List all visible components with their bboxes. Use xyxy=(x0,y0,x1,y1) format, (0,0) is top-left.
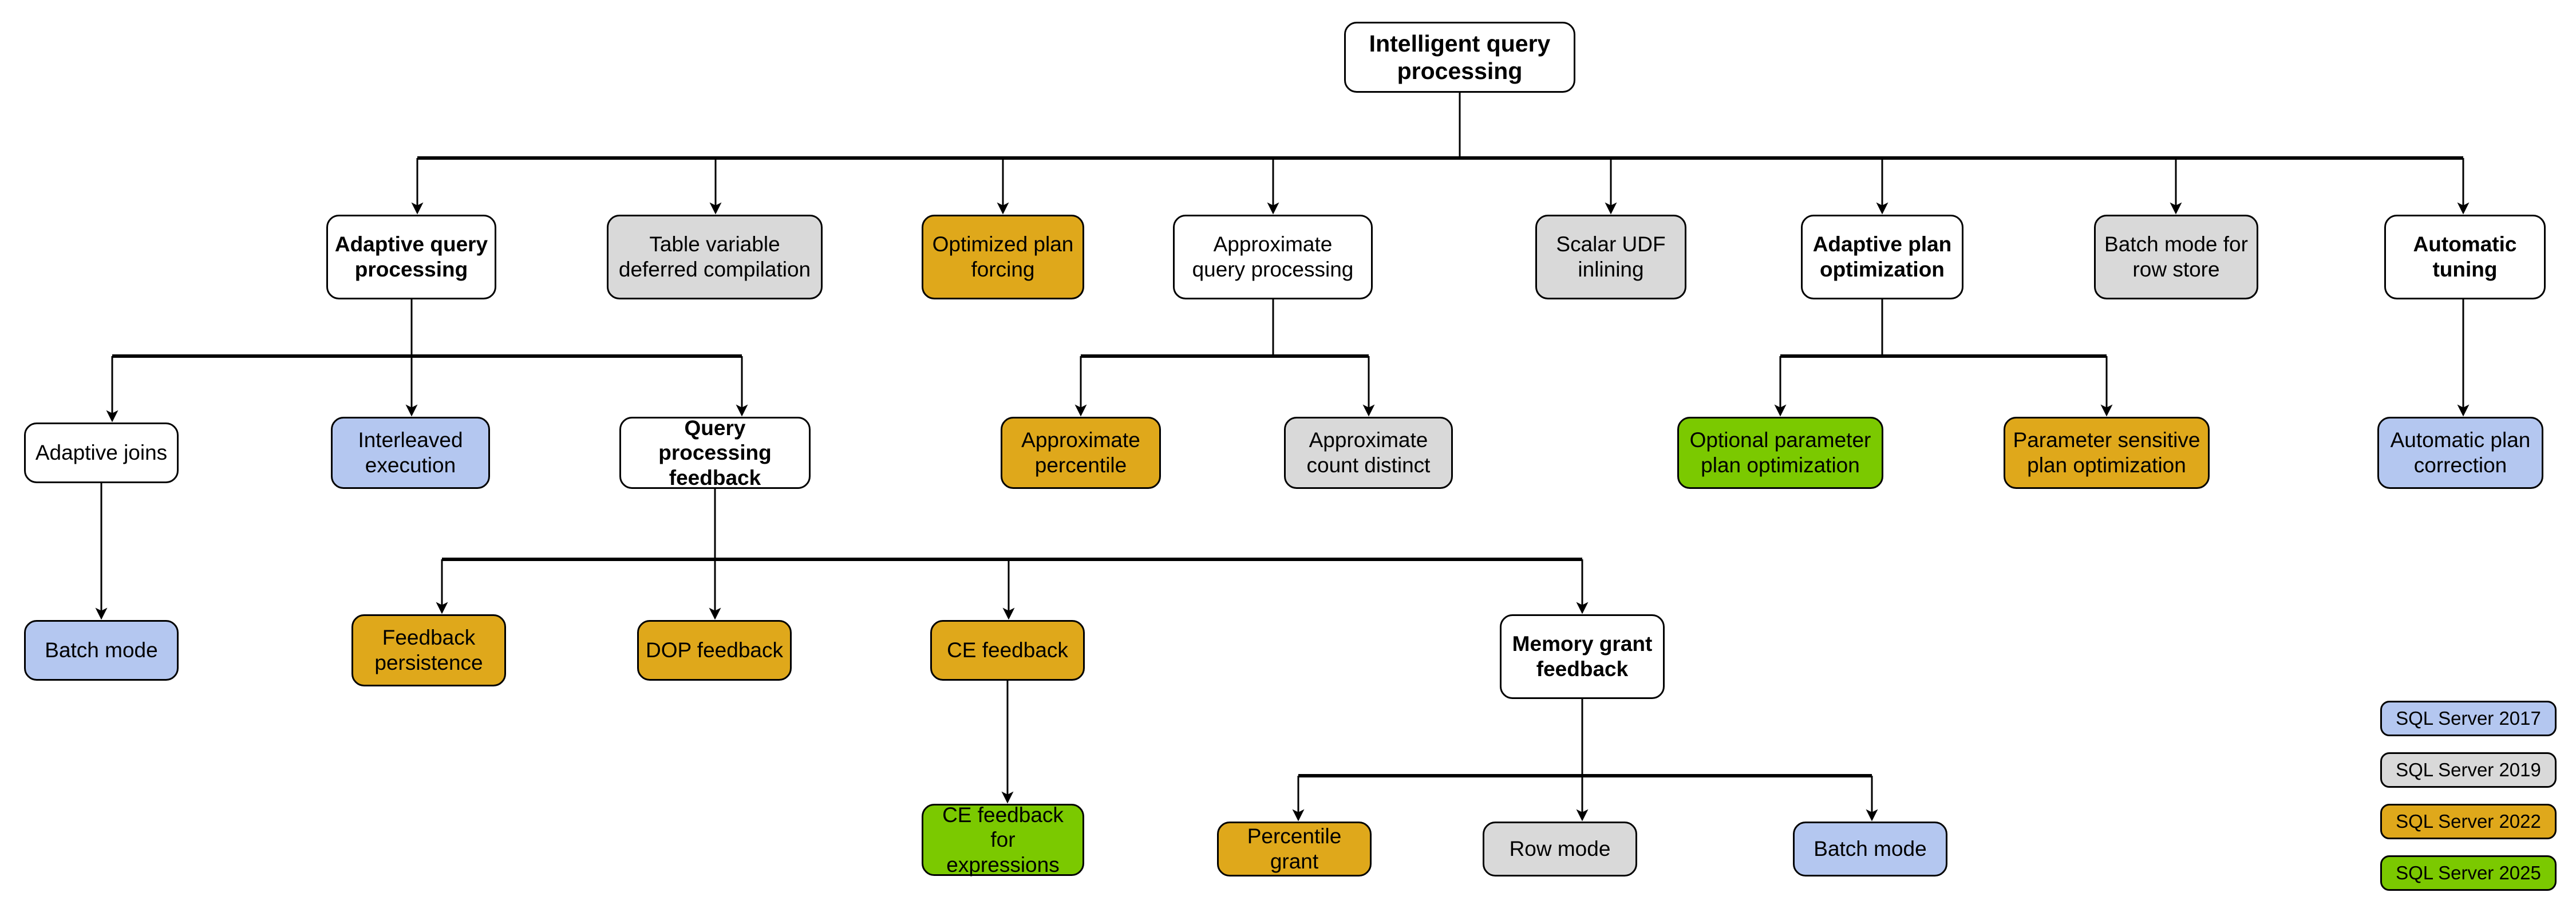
node-dopfb[interactable]: DOP feedback xyxy=(637,620,792,681)
node-pspo[interactable]: Parameter sensitive plan optimization xyxy=(2004,417,2210,489)
legend-item-1: SQL Server 2017 xyxy=(2380,701,2557,736)
node-qpf[interactable]: Query processing feedback xyxy=(619,416,811,489)
node-root[interactable]: Intelligent query processing xyxy=(1344,22,1575,93)
node-cefb[interactable]: CE feedback xyxy=(930,620,1085,681)
node-batchmode1[interactable]: Batch mode xyxy=(24,620,179,681)
legend-item-2: SQL Server 2019 xyxy=(2380,752,2557,788)
node-apc[interactable]: Automatic plan correction xyxy=(2377,417,2543,489)
node-approxpct[interactable]: Approximate percentile xyxy=(1001,417,1161,489)
legend-item-3: SQL Server 2022 xyxy=(2380,804,2557,839)
node-pctgrant[interactable]: Percentile grant xyxy=(1217,822,1372,876)
node-approxcd[interactable]: Approximate count distinct xyxy=(1284,417,1453,489)
node-fbpersist[interactable]: Feedback persistence xyxy=(351,614,506,686)
node-mgf[interactable]: Memory grant feedback xyxy=(1500,614,1665,699)
node-autotune[interactable]: Automatic tuning xyxy=(2384,215,2546,299)
node-tvdc[interactable]: Table variable deferred compilation xyxy=(607,215,823,299)
node-apo[interactable]: Adaptive plan optimization xyxy=(1801,215,1963,299)
node-interleaved[interactable]: Interleaved execution xyxy=(331,417,490,489)
legend-item-4: SQL Server 2025 xyxy=(2380,855,2557,891)
node-rowmode[interactable]: Row mode xyxy=(1483,822,1637,876)
node-opf[interactable]: Optimized plan forcing xyxy=(922,215,1084,299)
node-aqp[interactable]: Adaptive query processing xyxy=(326,215,496,299)
node-oppo[interactable]: Optional parameter plan optimization xyxy=(1677,417,1883,489)
node-adaptivejoins[interactable]: Adaptive joins xyxy=(24,423,179,483)
node-batchmode2[interactable]: Batch mode xyxy=(1793,822,1947,876)
node-approxqp[interactable]: Approximate query processing xyxy=(1173,215,1373,299)
node-bmrs[interactable]: Batch mode for row store xyxy=(2094,215,2258,299)
node-udf[interactable]: Scalar UDF inlining xyxy=(1535,215,1686,299)
node-cefbexpr[interactable]: CE feedback for expressions xyxy=(922,803,1084,876)
